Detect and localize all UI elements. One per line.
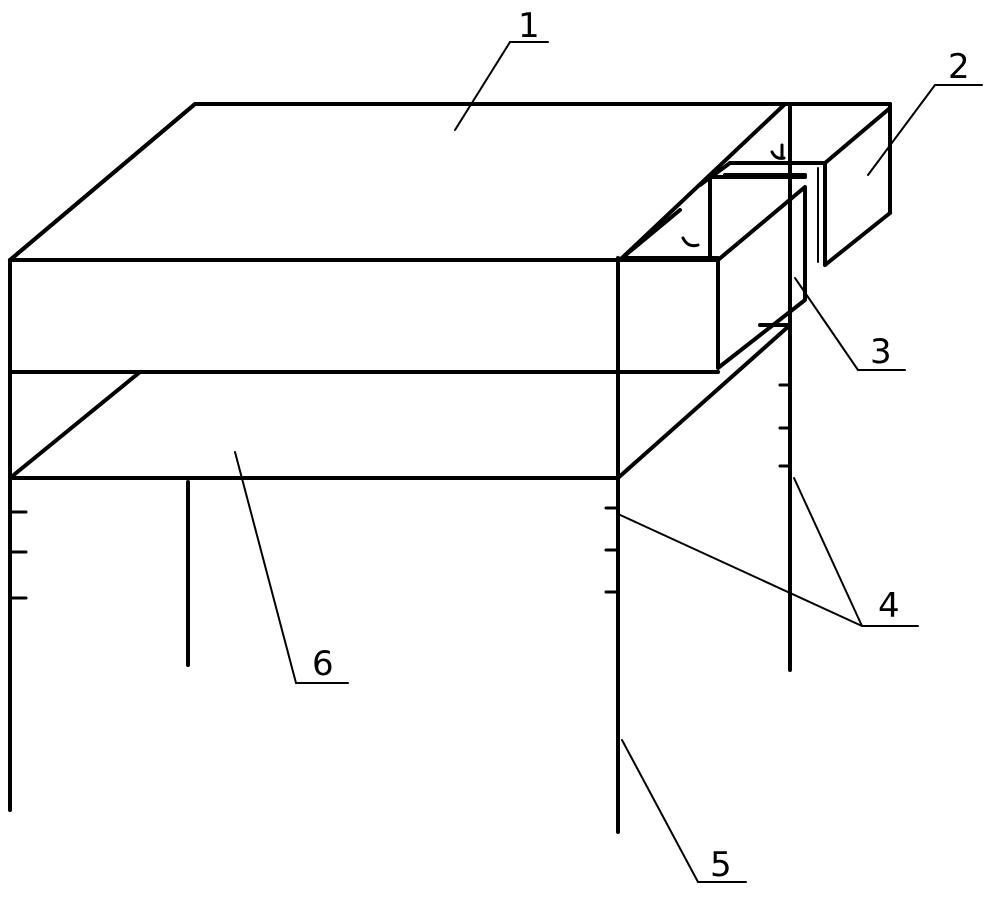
callout-5-label: 5	[710, 845, 732, 885]
callout-3-label: 3	[870, 332, 892, 372]
callout-4-label: 4	[878, 586, 900, 626]
leader-lines	[235, 42, 982, 882]
table-top	[10, 104, 890, 372]
lower-shelf	[10, 325, 790, 478]
callout-1-label: 1	[518, 6, 540, 46]
drawer-front	[622, 177, 805, 368]
callout-6-label: 6	[312, 644, 334, 684]
callout-2-label: 2	[948, 47, 970, 87]
leg-hooks	[12, 385, 790, 598]
drawer-back	[700, 104, 890, 265]
